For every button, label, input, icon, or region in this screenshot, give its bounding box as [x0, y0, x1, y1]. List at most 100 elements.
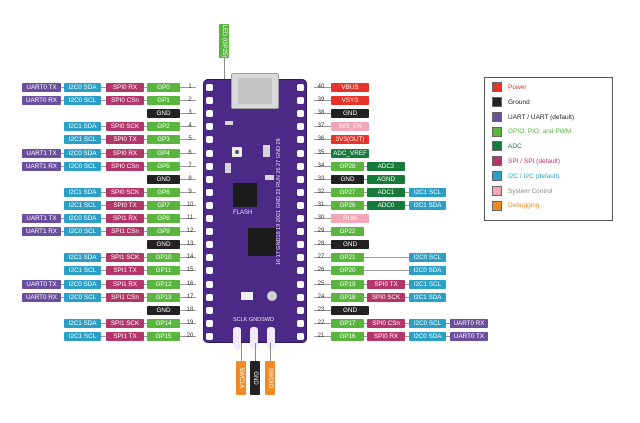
pin-hole: [206, 97, 213, 105]
pin-function-label: SPI0 CSn: [106, 161, 144, 171]
legend-item: Debugging: [492, 200, 539, 212]
legend-swatch: [492, 156, 502, 167]
pin-hole: [297, 123, 304, 131]
pin-function-label: GP22: [331, 227, 364, 237]
pin-function-label: I2C0 SDA: [64, 148, 101, 158]
pin-hole: [206, 241, 213, 249]
pin-function-label: UART0 TX: [22, 83, 61, 92]
swd-pad-swdio: [267, 327, 275, 349]
pin-number: 6: [188, 149, 192, 156]
pin-function-label: I2C0 SCL: [64, 161, 101, 171]
legend-swatch: [492, 82, 502, 93]
swd-silk: SCLK GNDSWD: [233, 317, 274, 323]
pin-function-label: GND: [331, 240, 369, 250]
pin-function-label: GP19: [331, 279, 364, 289]
pin-number: 38: [317, 110, 325, 117]
pin-function-label: GP15: [147, 331, 180, 341]
pin-function-label: I2C0 SCL: [409, 318, 446, 328]
pin-hole: [206, 215, 213, 222]
pin-number: 29: [317, 228, 325, 235]
crystal: [267, 291, 277, 301]
pin-function-label: VSYS: [331, 96, 369, 106]
led-label: LED (GP25): [219, 24, 229, 58]
pin-number: 25: [317, 280, 325, 287]
pin-function-label: SPI1 CSn: [106, 292, 144, 302]
pin-hole: [206, 254, 213, 262]
swd-pad-swclk: [233, 327, 241, 349]
pin-function-label: GP26: [331, 200, 364, 210]
pin-number: 11: [186, 215, 194, 221]
swdio-label: SWDIO: [265, 361, 275, 395]
pin-hole: [206, 293, 213, 301]
pin-hole: [206, 162, 213, 170]
pin-number: 2: [188, 97, 192, 104]
pin-function-label: I2C1 SCL: [64, 331, 101, 341]
pin-hole: [297, 110, 304, 118]
pin-function-label: UART1 RX: [22, 161, 61, 171]
pin-hole: [297, 84, 304, 91]
pin-number: 1: [188, 84, 192, 90]
legend-item: ADC: [492, 141, 522, 153]
pin-number: 16: [186, 280, 194, 287]
usb-connector: [231, 73, 279, 109]
pin-function-label: SPI1 SCK: [106, 318, 144, 328]
legend-swatch: [492, 126, 502, 137]
pin-number: 13: [186, 241, 194, 248]
pin-number: 27: [317, 254, 325, 261]
pin-function-label: SPI0 RX: [106, 148, 144, 158]
pin-hole: [297, 293, 304, 301]
legend-label: I2C / I2C (default): [508, 172, 560, 180]
pin-function-label: GND: [147, 109, 180, 119]
debug-connector: [241, 292, 253, 300]
pin-function-label: SPI0 TX: [106, 135, 144, 145]
legend-label: GPIO, PIO, and PWM: [508, 128, 572, 136]
pin-function-label: GP3: [147, 135, 180, 145]
pin-function-label: UART1 RX: [22, 227, 61, 237]
pin-hole: [297, 215, 304, 222]
pin-hole: [206, 123, 213, 131]
pin-function-label: GND: [331, 109, 369, 119]
pin-function-label: SPI1 RX: [106, 279, 144, 289]
pin-function-label: 3V3_EN: [331, 122, 369, 132]
pin-hole: [206, 175, 213, 183]
pin-number: 21: [317, 332, 325, 339]
legend-swatch: [492, 171, 502, 182]
pin-hole: [206, 306, 213, 314]
pin-hole: [297, 136, 304, 144]
pin-number: 17: [186, 293, 194, 300]
pin-hole: [206, 267, 213, 275]
pin-function-label: GP9: [147, 227, 180, 237]
pin-function-label: ADC0: [367, 200, 405, 210]
pin-number: 14: [186, 254, 194, 261]
pin-function-label: GP8: [147, 214, 180, 223]
pin-number: 36: [317, 136, 325, 143]
pin-function-label: ADC1: [367, 187, 405, 197]
pin-function-label: SPI1 CSn: [106, 227, 144, 237]
pin-function-label: GP5: [147, 161, 180, 171]
pin-number: 19: [186, 319, 194, 326]
pin-function-label: I2C1 SDA: [64, 318, 101, 328]
pin-number: 12: [186, 228, 194, 235]
pin-function-label: I2C1 SDA: [64, 253, 101, 263]
pin-hole: [297, 201, 304, 209]
bootsel-button: [232, 147, 242, 157]
pin-function-label: GND: [147, 240, 180, 250]
pin-function-label: 3V3(OUT): [331, 135, 369, 145]
pin-function-label: I2C0 SDA: [64, 214, 101, 223]
legend-swatch: [492, 141, 502, 152]
pin-function-label: UART0 RX: [450, 318, 488, 328]
legend-label: Debugging: [508, 202, 540, 210]
pin-function-label: GP12: [147, 279, 180, 289]
pin-number: 10: [186, 201, 194, 208]
pin-number: 15: [186, 267, 194, 274]
pin-hole: [206, 332, 213, 340]
pin-number: 23: [317, 306, 325, 313]
pin-function-label: GND: [147, 174, 180, 184]
pin-function-label: I2C1 SDA: [64, 122, 101, 132]
pin-hole: [297, 162, 304, 170]
led-component: [225, 121, 233, 125]
pin-function-label: SPI0 CSn: [367, 318, 405, 328]
pin-function-label: GP18: [331, 292, 364, 302]
pin-hole: [297, 175, 304, 183]
